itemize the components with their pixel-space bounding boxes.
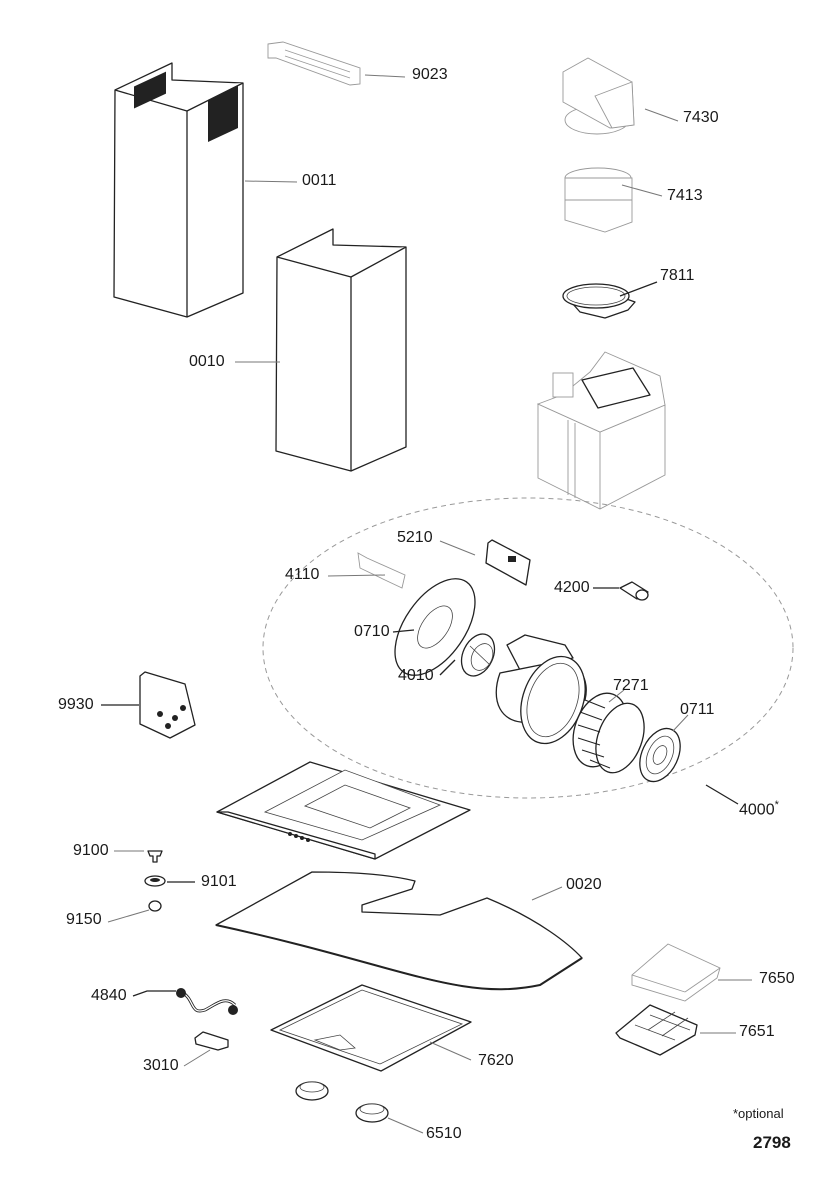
part-4110-cover-plate [357,552,406,589]
label-7620: 7620 [478,1052,514,1069]
drawing-code: 2798 [753,1133,791,1152]
label-4110: 4110 [285,566,320,583]
label-7430: 7430 [683,109,719,126]
part-7811-collar-ring [562,283,636,319]
label-4000: 4000* [739,797,779,818]
label-9100: 9100 [73,842,109,859]
part-9100-screw [147,850,163,863]
label-7271: 7271 [613,677,649,694]
label-0710: 0710 [354,623,390,640]
part-0020-glass-canopy [215,871,583,991]
part-9930-screw-kit-bag [139,671,196,739]
part-9101-washer [144,875,166,887]
label-4840: 4840 [91,987,127,1004]
label-7650: 7650 [759,970,795,987]
part-7650-carbon-filter [631,943,721,1002]
label-4200: 4200 [554,579,590,596]
label-0010: 0010 [189,353,225,370]
part-9150-nut [148,900,162,912]
label-4010: 4010 [398,667,434,684]
label-7651: 7651 [739,1023,775,1040]
label-9150: 9150 [66,911,102,928]
part-3010-switch [194,1031,229,1051]
part-4840-wire-harness [176,988,238,1015]
part-7413-duct-connector [564,167,633,233]
part-9023-wall-bracket [267,41,361,86]
motor-assembly-group-outline [262,497,794,799]
part-4200-capacitor [619,581,649,601]
part-blower-scroll-housing [495,634,587,745]
part-4010-motor [460,633,496,677]
label-9101: 9101 [201,873,237,890]
part-0710-motor-plate [394,578,476,676]
part-7430-duct-adapter [562,57,635,135]
part-0011-upper-chimney [113,62,244,318]
part-0010-lower-chimney [275,228,407,472]
part-7271-fan-impeller [572,692,645,774]
part-6510-control-knobs [295,1081,389,1123]
label-7811: 7811 [660,267,695,284]
label-9930: 9930 [58,696,94,713]
optional-footnote: *optional [733,1106,784,1121]
label-0711: 0711 [680,701,715,718]
label-5210: 5210 [397,529,433,546]
part-0711-inlet-grille [639,727,681,783]
part-hood-body-frame [216,761,471,860]
label-3010: 3010 [143,1057,179,1074]
part-7651-filter-holder [615,1004,698,1056]
label-0011: 0011 [302,172,337,189]
label-9023: 9023 [412,66,448,83]
optional-asterisk: * [774,799,779,811]
label-4000-number: 4000 [739,801,775,819]
label-6510: 6510 [426,1125,462,1142]
label-7413: 7413 [667,187,703,204]
part-5210-control-board [485,539,531,586]
part-motor-housing-box [536,351,666,510]
label-0020: 0020 [566,876,602,893]
part-7620-grease-filter [270,984,472,1072]
